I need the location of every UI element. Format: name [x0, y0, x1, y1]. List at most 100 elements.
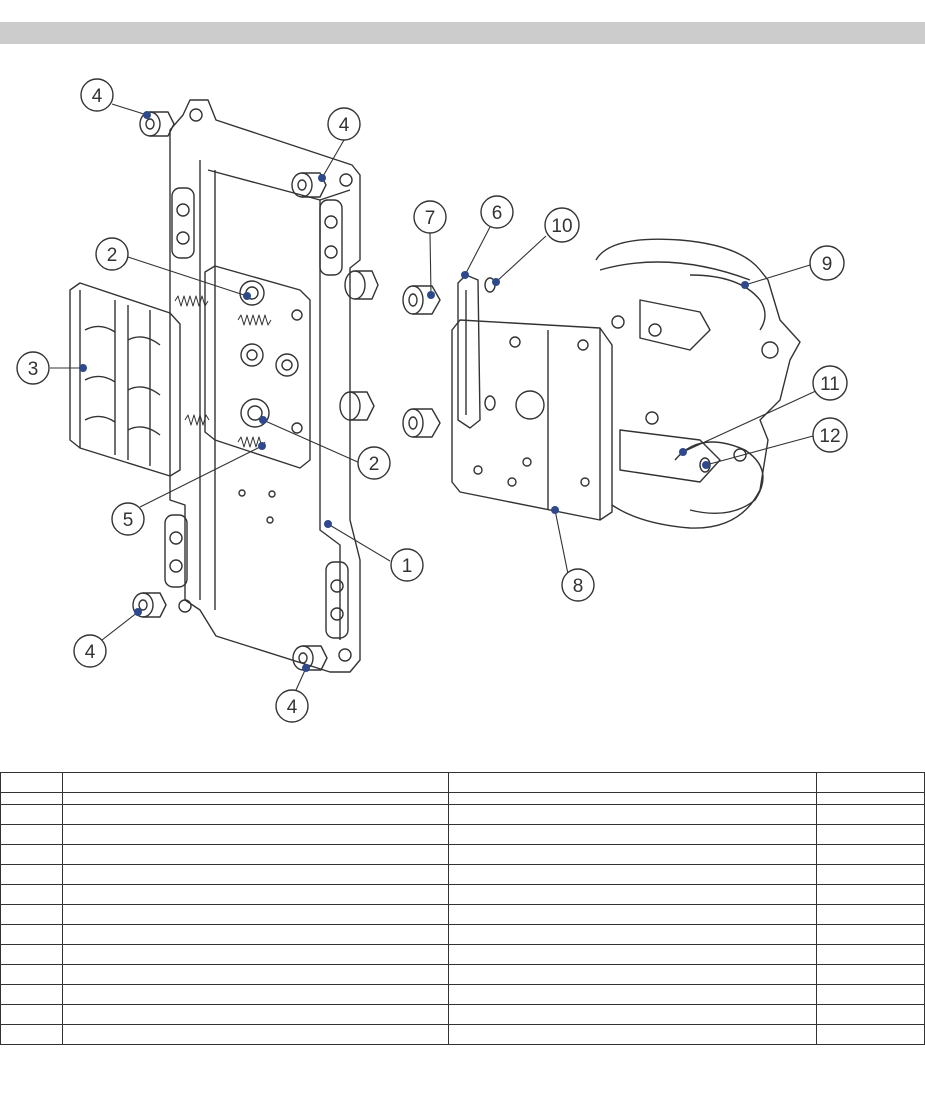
table-cell: [816, 824, 925, 845]
table-cell: [448, 792, 817, 805]
callout-4-bottom-right: 4: [275, 689, 309, 723]
table-row: [0, 804, 925, 825]
gripper-pad-part: [69, 282, 181, 477]
table-cell: [448, 864, 817, 885]
callout-2-lower: 2: [357, 446, 391, 480]
exploded-view-diagram: 4 4 2 3 5: [0, 60, 925, 740]
table-cell: [816, 844, 925, 865]
table-cell: [448, 1004, 817, 1025]
callouts: 4 4 2 3 5: [16, 78, 848, 723]
table-cell: [0, 792, 63, 805]
callout-3: 3: [16, 351, 50, 385]
table-cell: [0, 984, 63, 1005]
callout-5: 5: [111, 502, 145, 536]
table-row: [0, 924, 925, 945]
callout-label: 3: [28, 359, 39, 380]
table-row: [0, 884, 925, 905]
callout-label: 7: [425, 208, 436, 229]
slide-plate-part: [204, 265, 311, 469]
table-cell: [816, 964, 925, 985]
callout-4-bottom-left: 4: [73, 634, 107, 668]
table-cell: [448, 884, 817, 905]
callout-label: 4: [85, 642, 96, 663]
table-cell: [62, 772, 449, 793]
table-cell: [816, 864, 925, 885]
table-cell: [0, 904, 63, 925]
table-cell: [448, 964, 817, 985]
table-cell: [62, 792, 449, 805]
callout-11: 11: [812, 365, 848, 401]
callout-label: 4: [287, 697, 298, 718]
clamp-bracket-part: [457, 274, 496, 429]
table-row: [0, 1004, 925, 1025]
callout-label: 4: [92, 86, 103, 107]
table-cell: [816, 772, 925, 793]
callout-label: 11: [820, 374, 840, 395]
callout-label: 2: [107, 245, 118, 266]
table-cell: [448, 924, 817, 945]
main-plate-part: [164, 99, 361, 673]
table-cell: [62, 804, 449, 825]
table-cell: [448, 824, 817, 845]
callout-dots: [79, 111, 749, 672]
table-row: [0, 984, 925, 1005]
table-cell: [0, 824, 63, 845]
callout-label: 5: [123, 510, 134, 531]
callout-7: 7: [413, 200, 447, 234]
table-cell: [816, 944, 925, 965]
table-cell: [0, 924, 63, 945]
table-cell: [62, 864, 449, 885]
table-row: [0, 844, 925, 865]
callout-8: 8: [561, 568, 595, 602]
callout-label: 4: [339, 115, 350, 136]
table-cell: [816, 792, 925, 805]
table-cell: [62, 1024, 449, 1045]
table-cell: [816, 984, 925, 1005]
table-cell: [816, 1024, 925, 1045]
table-cell: [62, 944, 449, 965]
table-cell: [0, 944, 63, 965]
table-cell: [0, 804, 63, 825]
callout-4-top-left: 4: [80, 78, 114, 112]
screw-parts: [132, 111, 379, 671]
table-cell: [448, 904, 817, 925]
back-plate-part: [451, 319, 613, 521]
table-cell: [448, 1024, 817, 1045]
leader-lines: [50, 103, 819, 691]
spring-parts: [174, 295, 272, 448]
table-cell: [816, 904, 925, 925]
table-row: [0, 944, 925, 965]
table-cell: [62, 904, 449, 925]
callout-label: 12: [819, 426, 840, 447]
table-cell: [0, 844, 63, 865]
table-cell: [816, 1004, 925, 1025]
table-cell: [62, 964, 449, 985]
callout-label: 10: [551, 216, 572, 237]
callout-2-upper: 2: [95, 237, 129, 271]
parts-table-body: [0, 772, 925, 1045]
callout-1: 1: [390, 548, 424, 582]
tube-clamp-part: [595, 238, 801, 529]
table-cell: [0, 964, 63, 985]
callout-6: 6: [480, 195, 514, 229]
table-cell: [448, 804, 817, 825]
table-row: [0, 904, 925, 925]
parts-list-table: [0, 772, 925, 1045]
table-cell: [62, 844, 449, 865]
table-cell: [0, 884, 63, 905]
table-cell: [816, 924, 925, 945]
table-cell: [816, 884, 925, 905]
table-row: [0, 1024, 925, 1045]
callout-label: 1: [402, 556, 413, 577]
table-row: [0, 772, 925, 793]
table-row: [0, 792, 925, 805]
callout-label: 6: [492, 203, 503, 224]
callout-9: 9: [809, 245, 845, 281]
table-cell: [62, 984, 449, 1005]
table-cell: [62, 924, 449, 945]
table-cell: [448, 772, 817, 793]
table-cell: [448, 844, 817, 865]
callout-4-top-right: 4: [327, 107, 361, 141]
table-row: [0, 864, 925, 885]
